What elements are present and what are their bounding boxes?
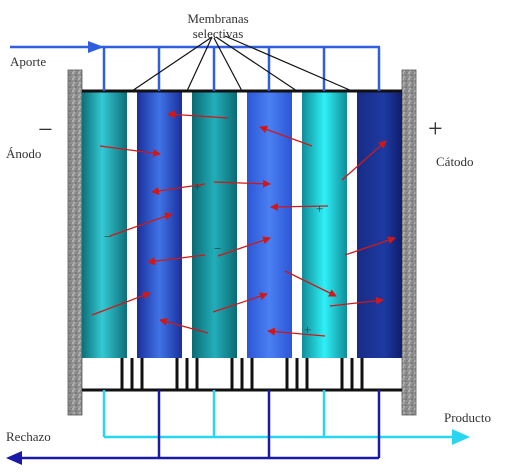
membranes-label-line2: selectivas [193, 26, 244, 41]
cell-charge-4: − [104, 229, 111, 244]
ion-arrow [329, 296, 384, 307]
ion-arrow [284, 270, 337, 297]
ion-arrow [270, 202, 329, 211]
ion-arrow [167, 110, 229, 119]
reject-arrow-head [6, 451, 22, 465]
cell-charges: + − + − + [104, 179, 323, 337]
cathode-label: Cátodo [436, 154, 474, 169]
reject-label: Rechazo [6, 429, 51, 444]
cell-charge-3: + [316, 201, 323, 216]
ion-arrow [341, 140, 387, 181]
product-arrow-head [452, 429, 470, 445]
membranes-label-line1: Membranas [187, 11, 248, 26]
ion-arrow [91, 291, 151, 316]
ion-arrow [344, 236, 396, 256]
compartment-6 [357, 92, 402, 358]
feed-pipe [10, 45, 381, 91]
compartment-1 [82, 92, 127, 358]
membrane-pointers [131, 35, 353, 92]
compartment-3 [192, 92, 237, 358]
cell-charge-2: − [214, 241, 221, 256]
compartments [82, 92, 402, 358]
ion-arrow [213, 179, 271, 188]
compartment-2 [137, 92, 182, 358]
anode-electrode [67, 69, 83, 416]
cell-charge-5: + [304, 322, 311, 337]
ion-arrows [91, 110, 396, 337]
ion-arrow [267, 327, 326, 337]
cell-charge-1: + [194, 179, 201, 194]
product-pipe [102, 390, 455, 439]
ion-arrow [259, 125, 313, 147]
ion-arrow [212, 292, 268, 313]
compartment-5 [302, 92, 347, 358]
anode-sign: − [38, 115, 53, 144]
cathode-electrode [401, 69, 417, 416]
ion-arrow [147, 254, 206, 266]
cathode-sign: + [428, 114, 443, 143]
ion-arrow [99, 145, 161, 158]
bottom-membrane-stubs [120, 358, 364, 390]
feed-arrow-head [88, 41, 104, 53]
reject-pipe [20, 390, 381, 460]
anode-label: Ánodo [6, 146, 41, 161]
product-label: Producto [444, 410, 491, 425]
ion-arrow [159, 317, 209, 334]
ion-arrow [217, 236, 271, 257]
feed-label: Aporte [10, 54, 46, 69]
ion-arrow [109, 212, 173, 237]
ion-arrow [151, 183, 206, 195]
compartment-4 [247, 92, 292, 358]
